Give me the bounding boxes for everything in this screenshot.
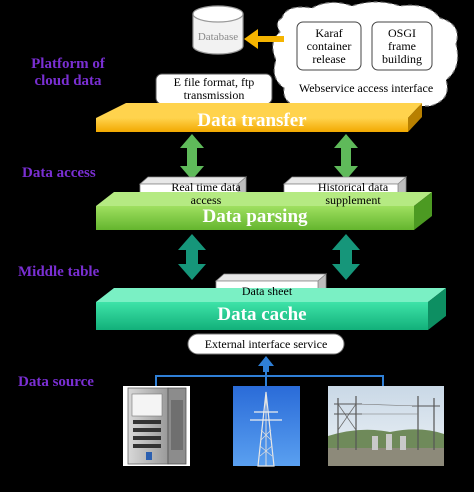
double-arrow-left-upper [180, 134, 204, 180]
realtime-access-box: Real time data access [171, 180, 241, 207]
connector-lines [155, 356, 384, 386]
karaf-box-frame [296, 21, 362, 71]
substation-image [328, 386, 444, 466]
orange-arrow-to-database [244, 29, 284, 49]
data-parsing-slab [96, 192, 432, 230]
label-data-access: Data access [22, 165, 96, 181]
data-transfer-slab [96, 103, 422, 132]
database-icon [192, 5, 244, 55]
server-cabinet-image [123, 386, 190, 466]
data-transfer-title: Data transfer [197, 110, 307, 131]
label-middle-table: Middle table [18, 264, 100, 280]
data-cache-slab [96, 288, 446, 330]
double-arrow-right-upper [334, 134, 358, 180]
data-parsing-title: Data parsing [202, 206, 308, 227]
webservice-label: Webservice access interface [298, 81, 434, 95]
efile-box: E file format, ftp transmission [173, 75, 255, 102]
double-arrow-left-lower [178, 234, 206, 280]
external-interface-pill [187, 333, 345, 355]
historical-supplement-box: Historical data supplement [317, 180, 389, 207]
label-data-source: Data source [18, 374, 94, 390]
label-platform-cloud-data: Platform of cloud data [31, 56, 105, 89]
osgi-box: OSGI frame building [381, 26, 422, 66]
osgi-box-frame [371, 21, 433, 71]
transmission-tower-image [233, 386, 300, 467]
data-cache-title: Data cache [217, 304, 307, 325]
external-interface-label: External interface service [204, 337, 328, 351]
database-label: Database [197, 31, 239, 43]
double-arrow-right-lower [332, 234, 360, 280]
data-sheet-box: Data sheet [241, 284, 293, 298]
karaf-box: Karaf container release [306, 26, 352, 66]
